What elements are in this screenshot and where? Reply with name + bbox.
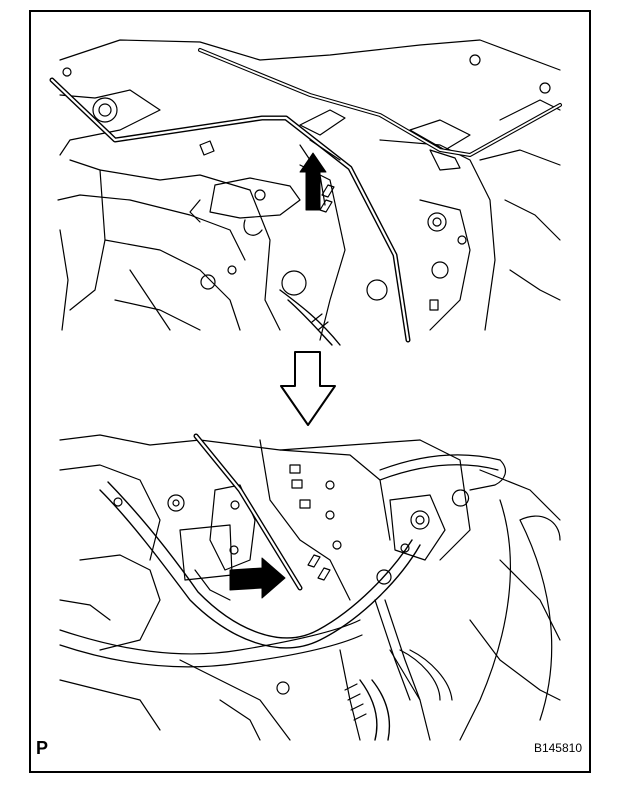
bottom-view bbox=[59, 433, 561, 741]
solid-up-arrow-icon bbox=[299, 152, 327, 211]
hollow-down-arrow-icon bbox=[280, 351, 336, 426]
figure-code: B145810 bbox=[533, 741, 582, 755]
solid-right-arrow-icon bbox=[229, 557, 286, 599]
top-view bbox=[49, 39, 562, 346]
corner-letter: P bbox=[36, 738, 49, 758]
